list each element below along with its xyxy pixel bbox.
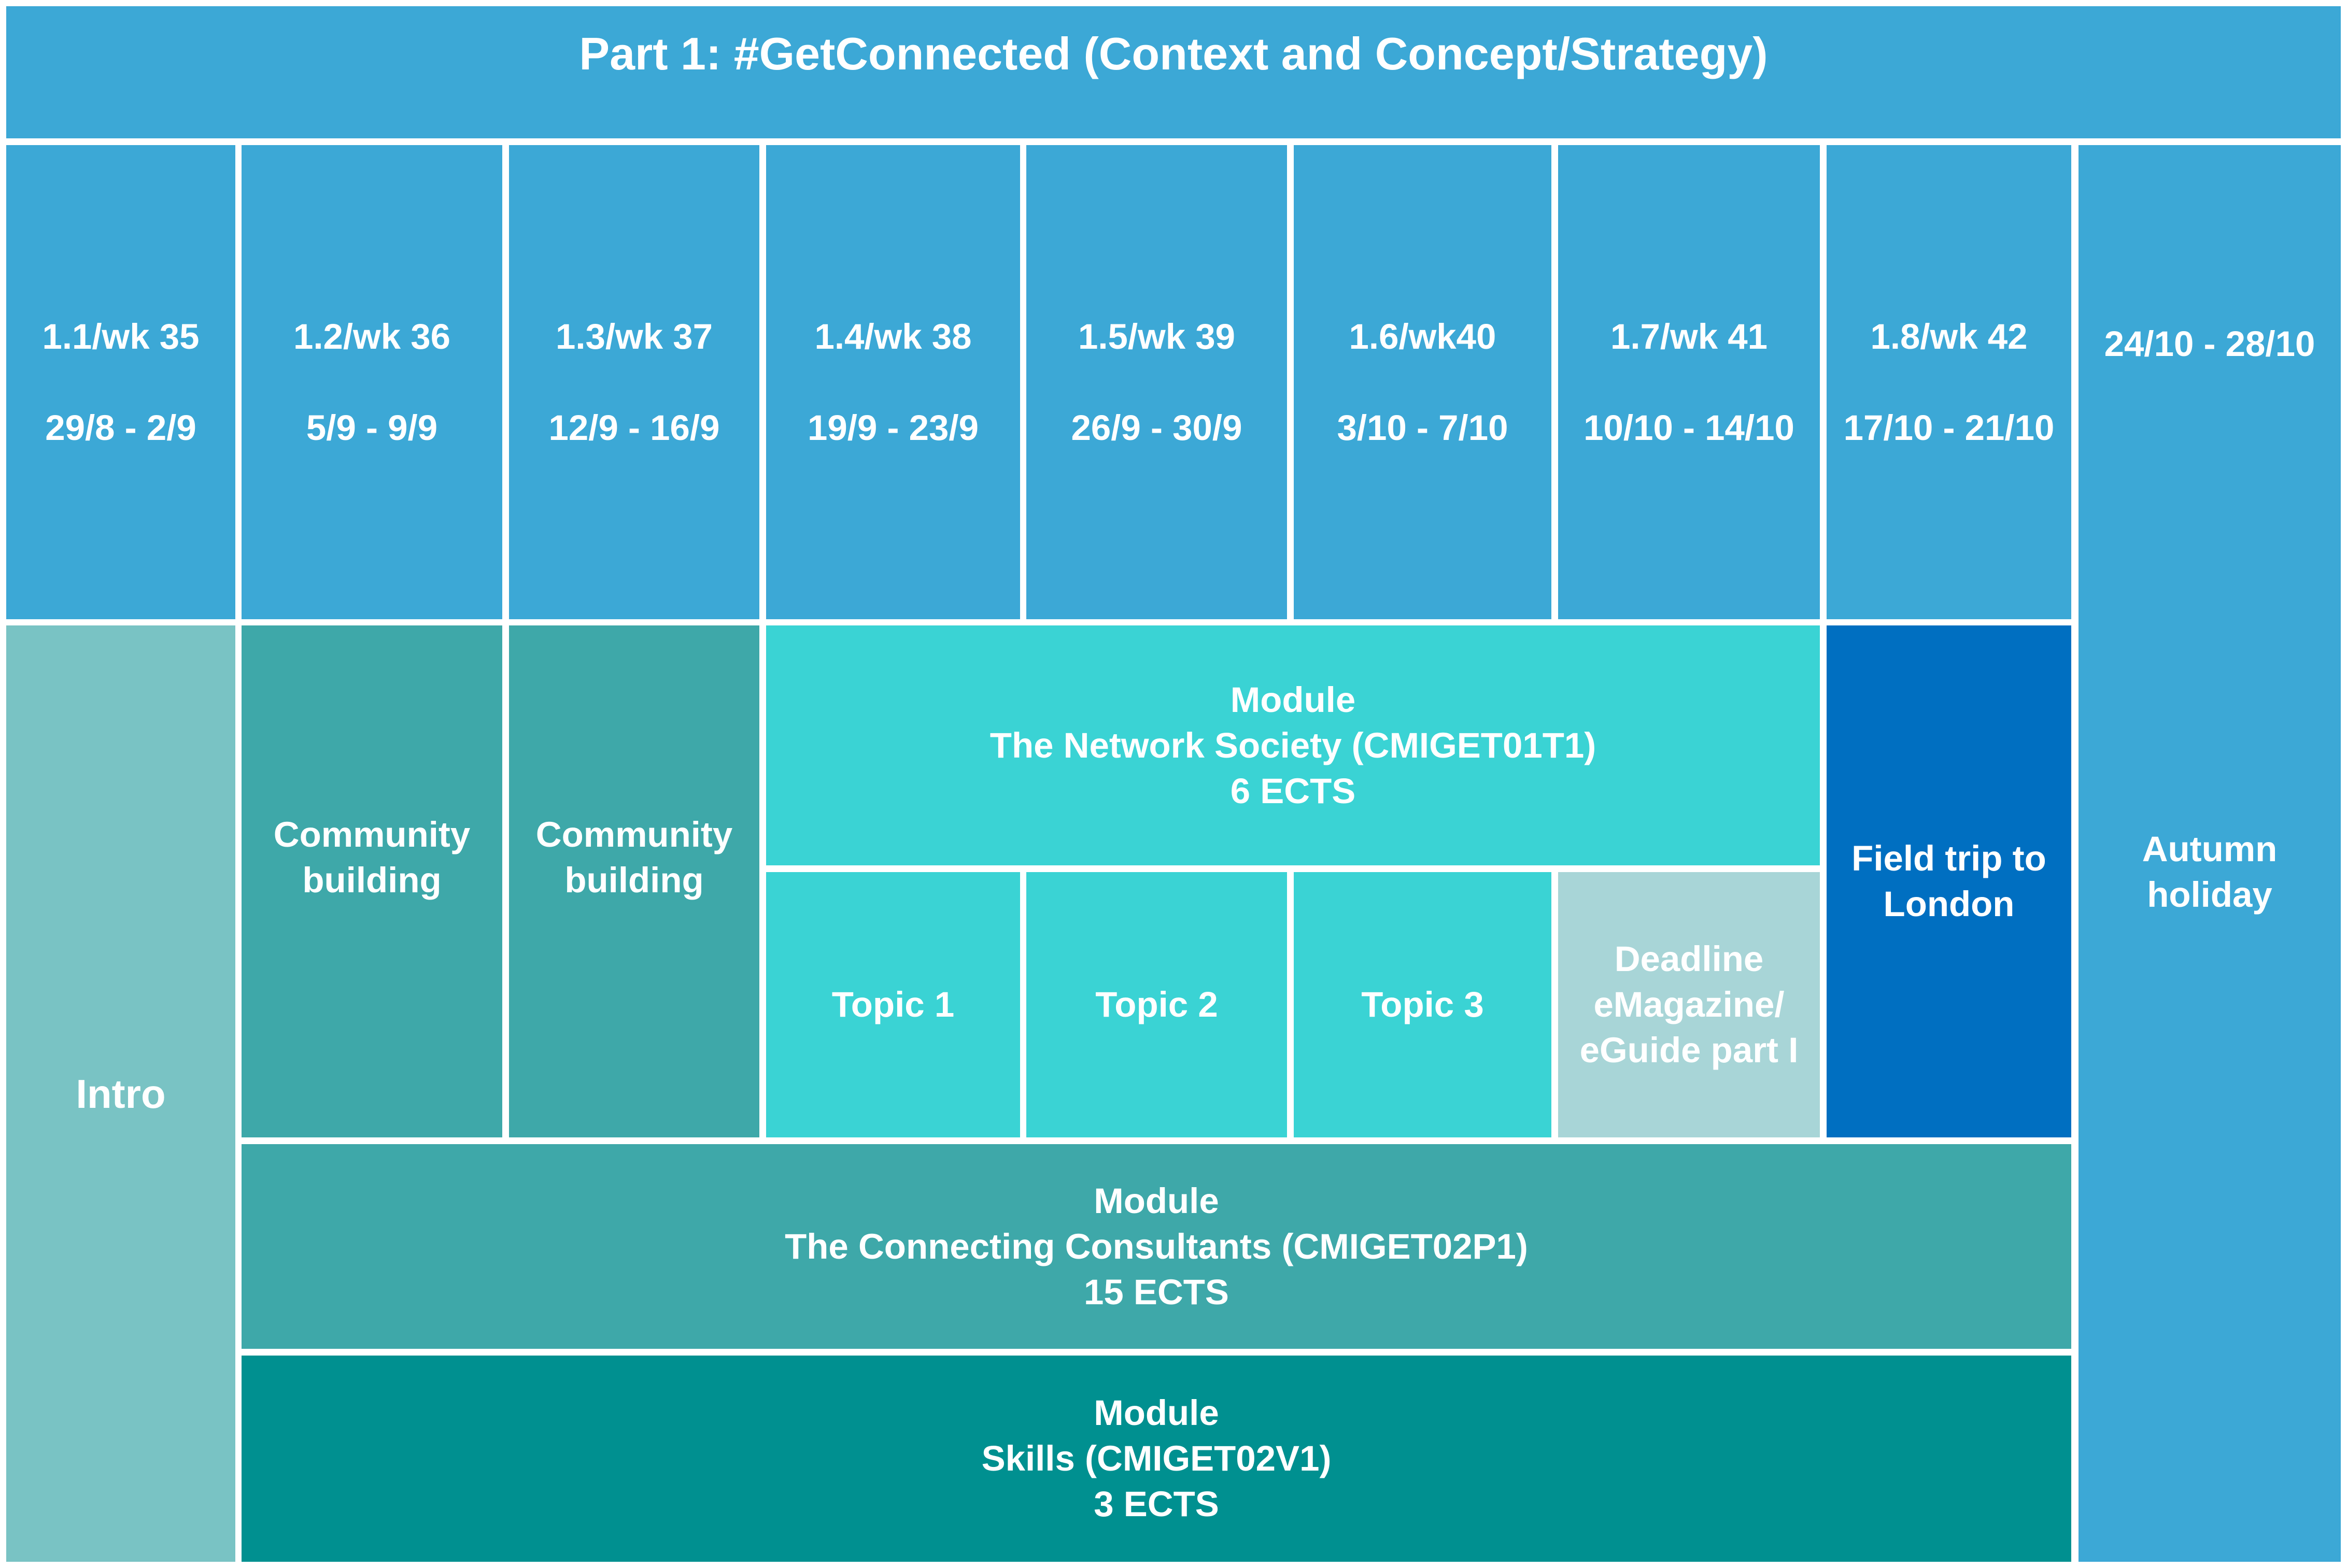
week-header-8-text: 1.8/wk 42 17/10 - 21/10 — [1844, 268, 2055, 496]
week-header-4-text: 1.4/wk 38 19/9 - 23/9 — [808, 268, 979, 496]
week-label: 1.1/wk 35 — [42, 316, 200, 357]
community-building-label: Community building — [273, 815, 471, 900]
topic-1-block: Topic 1 — [766, 872, 1020, 1137]
topic-2-block: Topic 2 — [1026, 872, 1287, 1137]
week-header-2-text: 1.2/wk 36 5/9 - 9/9 — [293, 268, 450, 496]
week-header-6: 1.6/wk40 3/10 - 7/10 — [1294, 145, 1551, 619]
community-building-block-1: Community building — [242, 625, 502, 1137]
topic-label: Topic 1 — [831, 985, 955, 1024]
topic-label: Topic 3 — [1361, 985, 1484, 1024]
week-header-8: 1.8/wk 42 17/10 - 21/10 — [1827, 145, 2071, 619]
title-banner: Part 1: #GetConnected (Context and Conce… — [6, 6, 2341, 138]
autumn-holiday-label: Autumn holiday — [2142, 829, 2278, 915]
week-dates: 3/10 - 7/10 — [1337, 407, 1508, 448]
week-header-7: 1.7/wk 41 10/10 - 14/10 — [1558, 145, 1820, 619]
week-label: 1.5/wk 39 — [1078, 316, 1236, 357]
autumn-holiday-column: 24/10 - 28/10 Autumn holiday — [2079, 145, 2341, 1562]
week-header-5: 1.5/wk 39 26/9 - 30/9 — [1026, 145, 1287, 619]
community-building-block-2: Community building — [509, 625, 759, 1137]
week-label: 1.6/wk40 — [1349, 316, 1496, 357]
week-header-7-text: 1.7/wk 41 10/10 - 14/10 — [1583, 268, 1794, 496]
week-dates: 5/9 - 9/9 — [306, 407, 438, 448]
week-header-2: 1.2/wk 36 5/9 - 9/9 — [242, 145, 502, 619]
week-label: 1.8/wk 42 — [1870, 316, 2028, 357]
week-label: 1.7/wk 41 — [1610, 316, 1768, 357]
deadline-block: Deadline eMagazine/ eGuide part I — [1558, 872, 1820, 1137]
week-dates: 29/8 - 2/9 — [45, 407, 196, 448]
module-connecting-consultants-label: Module The Connecting Consultants (CMIGE… — [785, 1180, 1528, 1312]
module-skills: Module Skills (CMIGET02V1) 3 ECTS — [242, 1356, 2071, 1562]
week-header-6-text: 1.6/wk40 3/10 - 7/10 — [1337, 268, 1508, 496]
module-connecting-consultants: Module The Connecting Consultants (CMIGE… — [242, 1144, 2071, 1349]
community-building-label: Community building — [535, 815, 733, 900]
intro-label: Intro — [76, 1071, 166, 1117]
week-header-4: 1.4/wk 38 19/9 - 23/9 — [766, 145, 1020, 619]
field-trip-block: Field trip to London — [1827, 625, 2071, 1137]
week-header-3-text: 1.3/wk 37 12/9 - 16/9 — [549, 268, 720, 496]
week-dates: 26/9 - 30/9 — [1071, 407, 1242, 448]
topic-label: Topic 2 — [1095, 985, 1218, 1024]
intro-block: Intro — [6, 625, 235, 1562]
diagram-title: Part 1: #GetConnected (Context and Conce… — [579, 28, 1768, 79]
module-skills-label: Module Skills (CMIGET02V1) 3 ECTS — [981, 1393, 1332, 1524]
week-header-3: 1.3/wk 37 12/9 - 16/9 — [509, 145, 759, 619]
module-network-society: Module The Network Society (CMIGET01T1) … — [766, 625, 1820, 865]
week-header-1: 1.1/wk 35 29/8 - 2/9 — [6, 145, 235, 619]
week-header-5-text: 1.5/wk 39 26/9 - 30/9 — [1071, 268, 1242, 496]
week-label: 1.2/wk 36 — [293, 316, 451, 357]
week-header-1-text: 1.1/wk 35 29/8 - 2/9 — [42, 268, 199, 496]
week-dates: 19/9 - 23/9 — [808, 407, 979, 448]
field-trip-label: Field trip to London — [1851, 838, 2046, 924]
week-dates: 17/10 - 21/10 — [1843, 407, 2055, 448]
week-label: 1.4/wk 38 — [814, 316, 972, 357]
module-network-society-label: Module The Network Society (CMIGET01T1) … — [989, 679, 1596, 811]
topic-3-block: Topic 3 — [1294, 872, 1551, 1137]
week-dates: 12/9 - 16/9 — [548, 407, 720, 448]
week-dates: 10/10 - 14/10 — [1583, 407, 1794, 448]
autumn-holiday-dates: 24/10 - 28/10 — [2104, 324, 2315, 364]
deadline-label: Deadline eMagazine/ eGuide part I — [1579, 939, 1799, 1070]
week-label: 1.3/wk 37 — [555, 316, 713, 357]
